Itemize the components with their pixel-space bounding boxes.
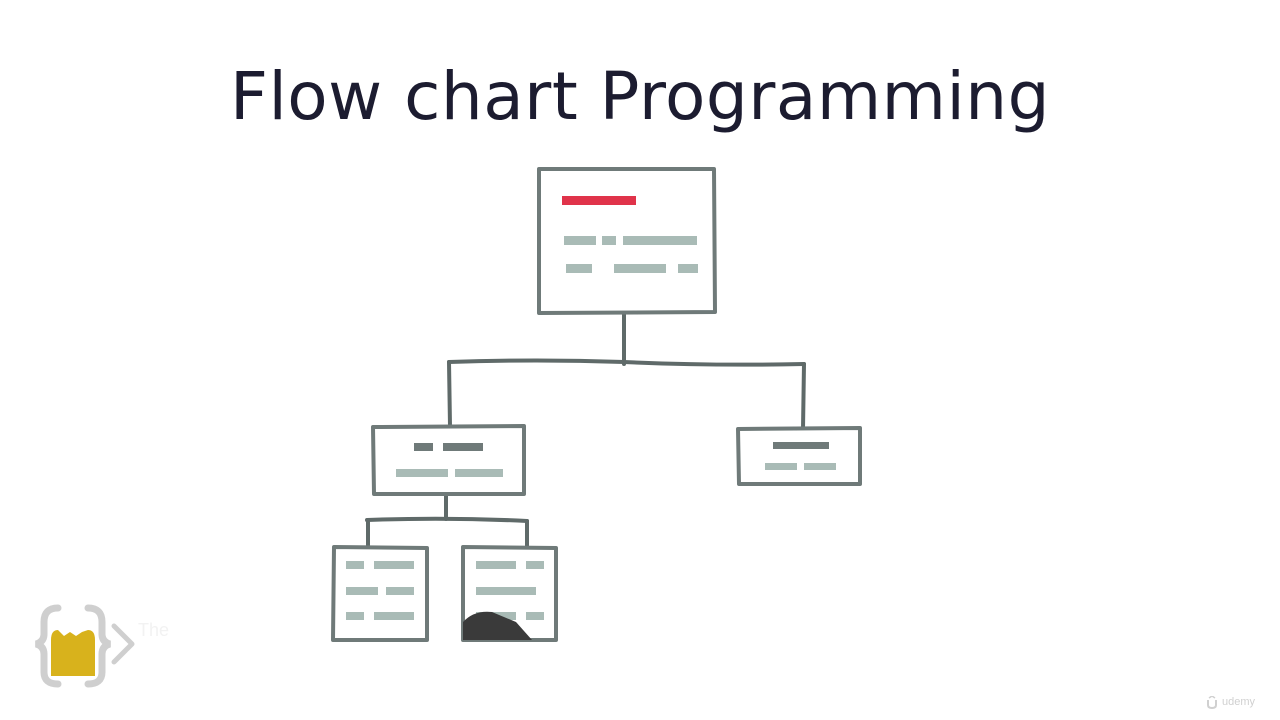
node-child-left-heading-bar [414, 443, 433, 451]
udemy-watermark: udemy [1206, 694, 1266, 714]
node-root-heading-bar [562, 196, 636, 205]
node-grandchild-right-text-bar [526, 561, 544, 569]
node-grandchild-left-text-bar [374, 561, 414, 569]
node-grandchild-left [331, 545, 429, 642]
node-child-left [371, 424, 526, 496]
udemy-icon [1207, 696, 1217, 710]
connector-level2-bar [365, 516, 529, 523]
node-child-left-heading-bar [443, 443, 483, 451]
connector-lines [365, 311, 806, 549]
node-grandchild-left-text-bar [386, 587, 414, 595]
node-grandchild-right [461, 545, 558, 642]
node-root-text-bar [623, 236, 697, 245]
node-child-right-text-bar [765, 463, 797, 470]
node-grandchild-left-text-bar [346, 587, 378, 595]
node-grandchild-left-text-bar [346, 612, 364, 620]
node-grandchild-right-text-bar [476, 561, 516, 569]
node-child-left-text-bar [455, 469, 503, 477]
node-root-text-bar [602, 236, 616, 245]
node-child-left-border [371, 424, 526, 496]
node-grandchild-right-overlay-mark [463, 611, 532, 640]
connector-level1-bar [447, 358, 806, 367]
node-child-right-heading-bar [773, 442, 829, 449]
node-root-text-bar [614, 264, 666, 273]
logo-text: The [138, 620, 170, 640]
connector-left-drop [447, 360, 452, 428]
node-grandchild-left-text-bar [346, 561, 364, 569]
node-root [537, 167, 717, 315]
node-child-right [736, 426, 862, 486]
node-root-text-bar [678, 264, 698, 273]
connector-right-drop [801, 362, 806, 431]
node-child-left-text-bar [396, 469, 448, 477]
node-child-right-border [736, 426, 862, 486]
node-child-right-text-bar [804, 463, 836, 470]
node-root-text-bar [564, 236, 596, 245]
node-root-text-bar [566, 264, 592, 273]
node-grandchild-right-text-bar [526, 612, 544, 620]
slide-title: Flow chart Programming [229, 58, 1050, 135]
node-grandchild-right-text-bar [476, 587, 536, 595]
brace-logo-icon [34, 604, 135, 688]
node-grandchild-left-text-bar [374, 612, 414, 620]
udemy-watermark-text: udemy [1222, 696, 1256, 708]
